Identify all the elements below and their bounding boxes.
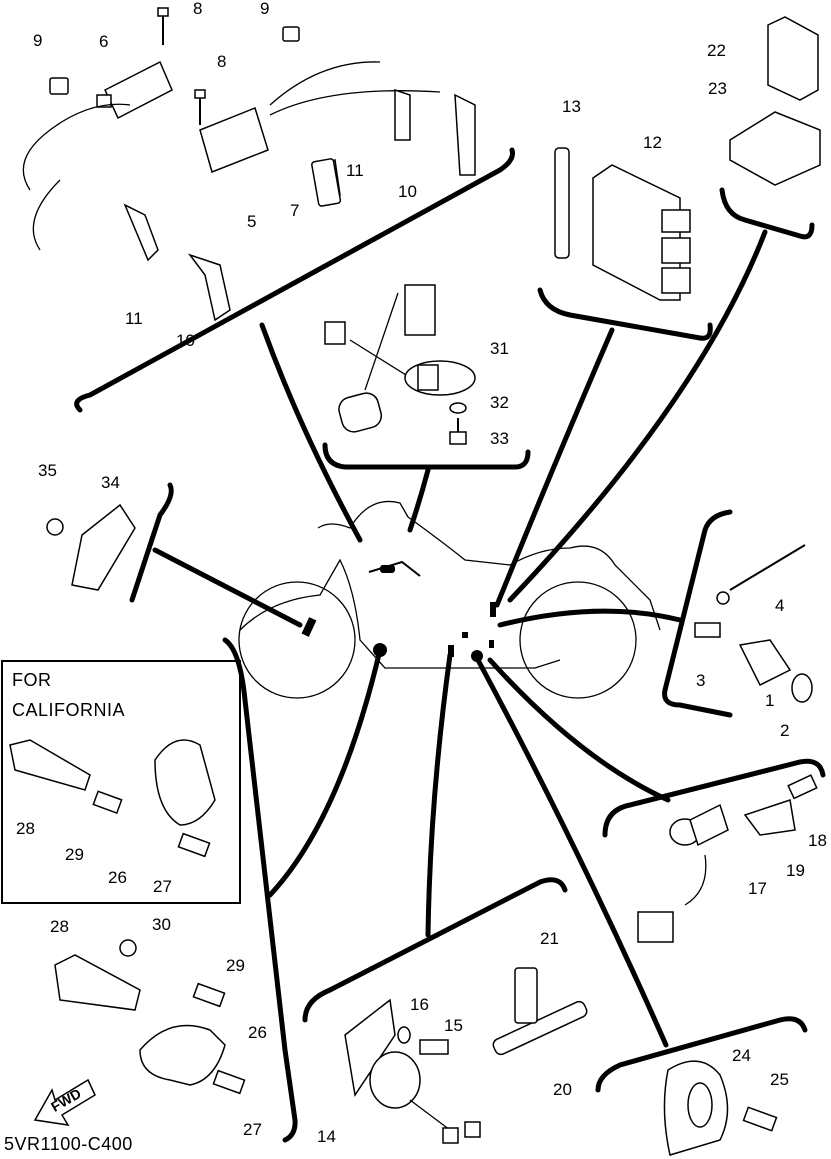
callout-28b: 28 [50, 917, 69, 936]
callout-20: 20 [553, 1080, 572, 1099]
relay-base-23 [729, 111, 821, 186]
callout-28a: 28 [16, 819, 35, 838]
callout-11b: 11 [125, 309, 143, 328]
washer-32 [449, 402, 467, 414]
bolt-25 [742, 1106, 778, 1132]
callout-27b: 27 [243, 1120, 262, 1139]
callout-31: 31 [490, 339, 509, 358]
ignition-coil-panel [74, 147, 515, 413]
bolt-8 [157, 7, 206, 125]
callout-1: 1 [765, 691, 775, 710]
callout-12: 12 [643, 133, 662, 152]
callout-18: 18 [808, 831, 827, 850]
reflector-34 [71, 503, 136, 591]
ignition-coil-5 [199, 107, 269, 173]
callout-19: 19 [786, 861, 805, 880]
california-box [1, 660, 241, 904]
clip-21 [514, 967, 538, 1024]
callout-13: 13 [562, 97, 581, 116]
callout-17: 17 [748, 879, 767, 898]
callout-27a: 27 [153, 877, 172, 896]
horn-26 [139, 739, 226, 1086]
reflector-panel [129, 482, 174, 603]
stud-20 [492, 1000, 588, 1056]
callout-10b: 10 [176, 331, 195, 350]
callout-8a: 8 [193, 0, 203, 18]
relay-panel [719, 187, 815, 240]
bolt-15 [419, 1039, 449, 1055]
ecu-12 [592, 164, 691, 301]
callout-2: 2 [780, 721, 790, 740]
callout-26b: 26 [248, 1023, 267, 1042]
callout-29a: 29 [65, 845, 84, 864]
fuel-sender-panel [322, 442, 531, 470]
bracket-19 [743, 799, 796, 836]
callout-26a: 26 [108, 868, 127, 887]
callout-33: 33 [490, 429, 509, 448]
diagram-code: 5VR1100-C400 [4, 1134, 133, 1154]
callout-5: 5 [247, 212, 257, 231]
crank-sensor-panel [602, 758, 826, 838]
callout-6: 6 [99, 32, 109, 51]
callout-8b: 8 [217, 52, 227, 71]
washer-16 [397, 1026, 411, 1044]
bolt-27 [177, 832, 246, 1095]
clip-7 [311, 158, 342, 207]
ecu-panel [537, 287, 713, 341]
callout-9a: 9 [33, 31, 43, 50]
callout-24: 24 [732, 1046, 751, 1065]
callout-21: 21 [540, 929, 559, 948]
bolt-29 [92, 790, 226, 1008]
cap-9 [49, 26, 300, 95]
callout-16: 16 [410, 995, 429, 1014]
callout-15: 15 [444, 1016, 463, 1035]
panel-leaders [152, 229, 768, 1048]
callout-9b: 9 [260, 0, 270, 18]
fuel-sender-31 [324, 284, 476, 433]
motorcycle-outline [238, 500, 661, 699]
callout-29b: 29 [226, 956, 245, 975]
speed-sensor-panel [662, 509, 733, 718]
callout-34: 34 [101, 473, 120, 492]
nut-35 [46, 518, 64, 536]
crank-sensor-17 [637, 803, 729, 943]
fwd-arrow-icon [33, 1078, 96, 1126]
callout-32: 32 [490, 393, 509, 412]
speed-sensor-lead-4 [716, 544, 806, 605]
relay-22 [767, 16, 819, 101]
bracket-28 [9, 739, 141, 1011]
strap-13 [554, 147, 570, 259]
horn-24 [663, 1060, 729, 1156]
starter-relay-14 [344, 998, 481, 1144]
ignition-coil-6 [96, 60, 173, 120]
callout-4: 4 [775, 596, 785, 615]
callout-7: 7 [290, 201, 300, 220]
bolt-33 [449, 418, 467, 445]
callout-35: 35 [38, 461, 57, 480]
speed-sensor-1 [738, 639, 792, 687]
callout-14: 14 [317, 1127, 336, 1146]
callout-22: 22 [707, 41, 726, 60]
left-horn-panel [222, 637, 298, 1143]
california-note-line1: FOR [12, 670, 52, 690]
nut-30 [119, 939, 137, 957]
callout-10a: 10 [398, 182, 417, 201]
california-note-line2: CALIFORNIA [12, 700, 126, 720]
callout-3: 3 [696, 671, 706, 690]
callout-30: 30 [152, 915, 171, 934]
callout-23: 23 [708, 79, 727, 98]
o-ring-2 [791, 673, 813, 703]
bolt-18 [787, 774, 818, 800]
starter-panel [302, 877, 568, 1023]
horn-panel [595, 1016, 808, 1093]
callout-25: 25 [770, 1070, 789, 1089]
bolt-3 [694, 622, 721, 638]
callout-11a: 11 [346, 161, 364, 180]
